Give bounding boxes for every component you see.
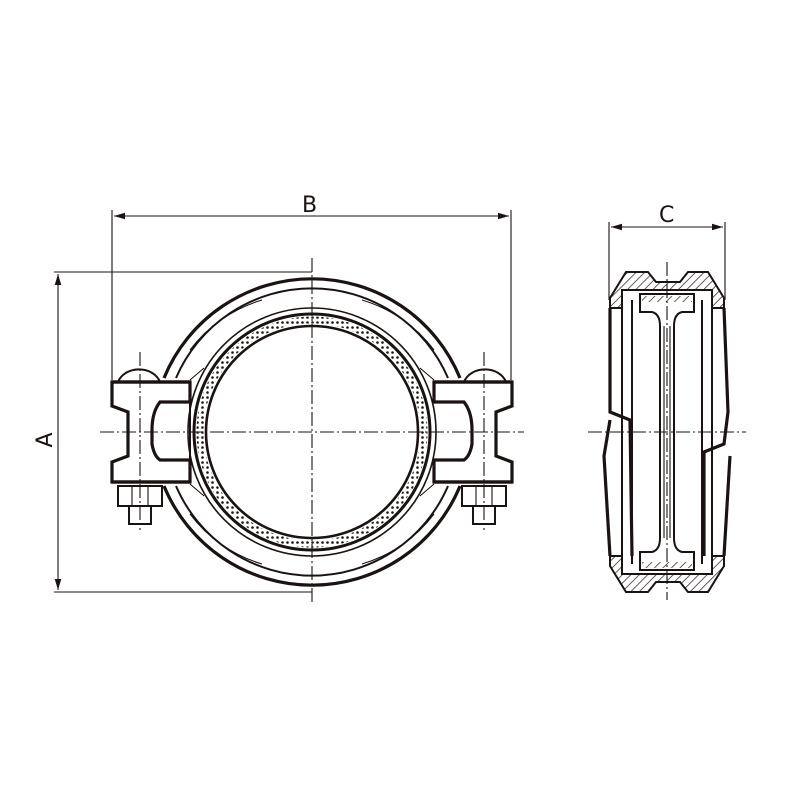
dimension-b-label: B — [302, 193, 317, 218]
dimension-a: A — [33, 271, 312, 593]
dimension-c-label: C — [659, 203, 674, 228]
dimension-a-label: A — [33, 432, 58, 447]
dimension-b: B — [111, 193, 512, 380]
dimension-c: C — [608, 203, 726, 300]
right-bolt-lug — [419, 367, 514, 525]
front-view — [100, 258, 524, 604]
left-bolt-lug — [110, 367, 205, 525]
side-section-view — [588, 262, 746, 600]
